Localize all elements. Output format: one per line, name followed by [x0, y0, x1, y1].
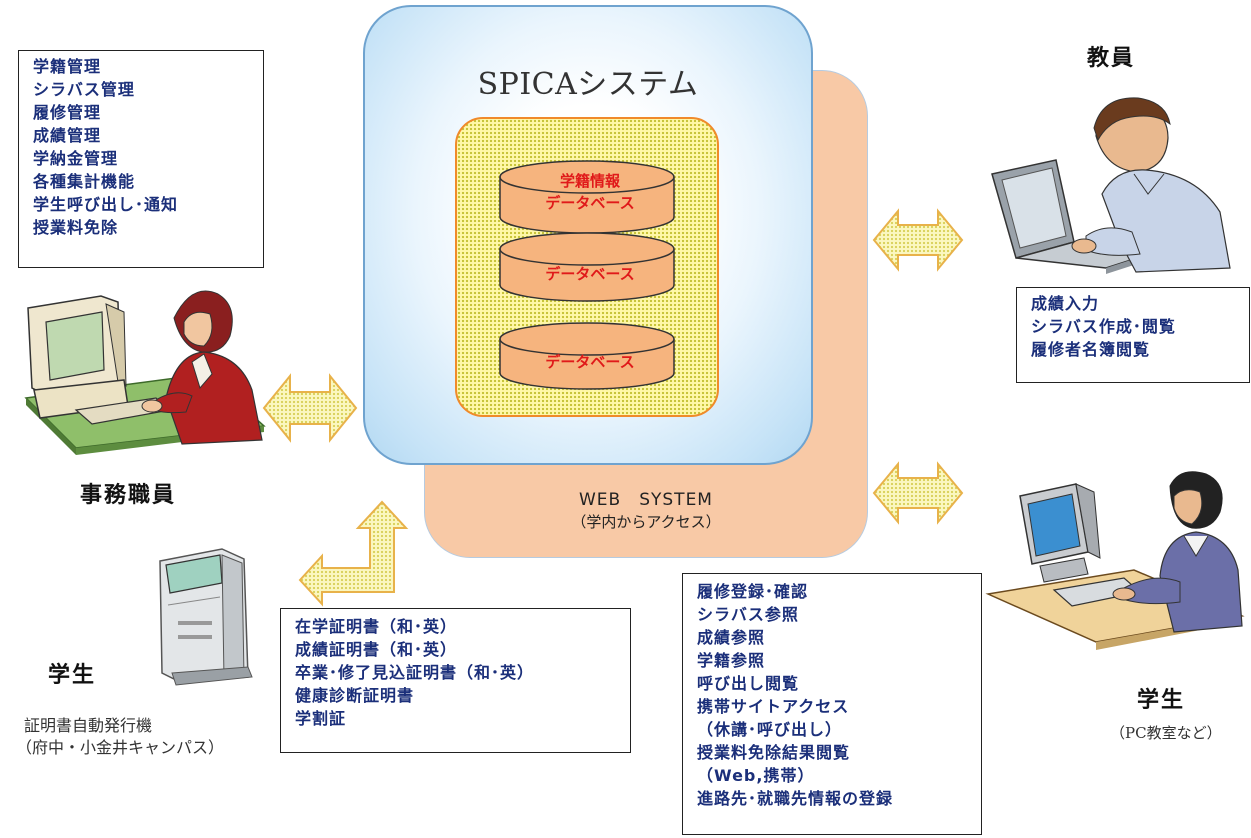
list-item: 卒業･修了見込証明書（和･英）	[295, 663, 535, 682]
list-item: 健康診断証明書	[295, 686, 415, 705]
kiosk-caption-line2: （府中・小金井キャンパス）	[16, 738, 225, 757]
database-3-label: データベース	[545, 353, 635, 371]
faculty-role-label: 教員	[1087, 46, 1136, 71]
list-item: 進路先･就職先情報の登録	[697, 789, 894, 808]
staff-function-list: 学籍管理 シラバス管理 履修管理 成績管理 学納金管理 各種集計機能 学生呼び出…	[18, 50, 264, 268]
list-item: 授業料免除	[33, 218, 119, 237]
list-item: 各種集計機能	[33, 172, 136, 191]
kiosk-student-role-label: 学生	[48, 663, 97, 688]
database-1-label-line1: 学籍情報	[559, 172, 620, 190]
faculty-function-list: 成績入力 シラバス作成･閲覧 履修者名簿閲覧	[1016, 287, 1250, 383]
faculty-system-arrow	[872, 208, 964, 272]
list-item: 成績入力	[1031, 294, 1100, 313]
list-item: 学納金管理	[33, 149, 119, 168]
kiosk-caption-line1: 証明書自動発行機	[24, 716, 153, 735]
certificate-kiosk-illustration	[159, 548, 253, 686]
staff-at-computer-illustration	[24, 290, 266, 455]
kiosk-system-arrow	[298, 500, 409, 607]
pc-student-function-list: 履修登録･確認 シラバス参照 成績参照 学籍参照 呼び出し閲覧 携帯サイトアクセ…	[682, 573, 982, 835]
database-2-label: データベース	[545, 265, 635, 283]
list-item: シラバス管理	[33, 80, 135, 99]
list-item: 学割証	[295, 709, 347, 728]
list-item: 履修登録･確認	[697, 582, 809, 601]
pc-student-caption: （PC教室など）	[1110, 724, 1222, 742]
list-item: 学籍参照	[697, 651, 766, 670]
list-item: 履修者名簿閲覧	[1031, 340, 1151, 359]
web-system-title: WEB SYSTEM	[579, 490, 713, 510]
staff-system-arrow	[262, 373, 358, 443]
list-item: シラバス作成･閲覧	[1031, 317, 1176, 336]
faculty-at-laptop-illustration	[991, 97, 1231, 274]
list-item: （Web,携帯）	[697, 766, 815, 785]
web-system-subtitle: （学内からアクセス）	[571, 513, 721, 531]
database-1-label-line2: データベース	[545, 194, 635, 212]
list-item: 携帯サイトアクセス	[697, 697, 850, 716]
list-item: 履修管理	[33, 103, 102, 122]
list-item: 学籍管理	[33, 57, 102, 76]
list-item: シラバス参照	[697, 605, 799, 624]
staff-role-label: 事務職員	[80, 483, 177, 508]
student-at-pc-illustration	[985, 471, 1245, 650]
database-cylinders	[499, 160, 675, 390]
list-item: 学生呼び出し･通知	[33, 195, 179, 214]
list-item: 在学証明書（和･英）	[295, 617, 458, 636]
list-item: 授業料免除結果閲覧	[697, 743, 851, 762]
database-cylinder-2	[499, 232, 675, 302]
list-item: （休講･呼び出し）	[697, 720, 843, 739]
list-item: 成績証明書（和･英）	[295, 640, 458, 659]
list-item: 呼び出し閲覧	[697, 674, 800, 693]
list-item: 成績管理	[33, 126, 102, 145]
pc-student-system-arrow	[872, 461, 964, 525]
list-item: 成績参照	[697, 628, 766, 647]
kiosk-certificate-list: 在学証明書（和･英） 成績証明書（和･英） 卒業･修了見込証明書（和･英） 健康…	[280, 608, 631, 753]
database-cylinder-3	[499, 322, 675, 390]
pc-student-role-label: 学生	[1137, 688, 1186, 713]
spica-system-title: SPICAシステム	[477, 67, 699, 102]
